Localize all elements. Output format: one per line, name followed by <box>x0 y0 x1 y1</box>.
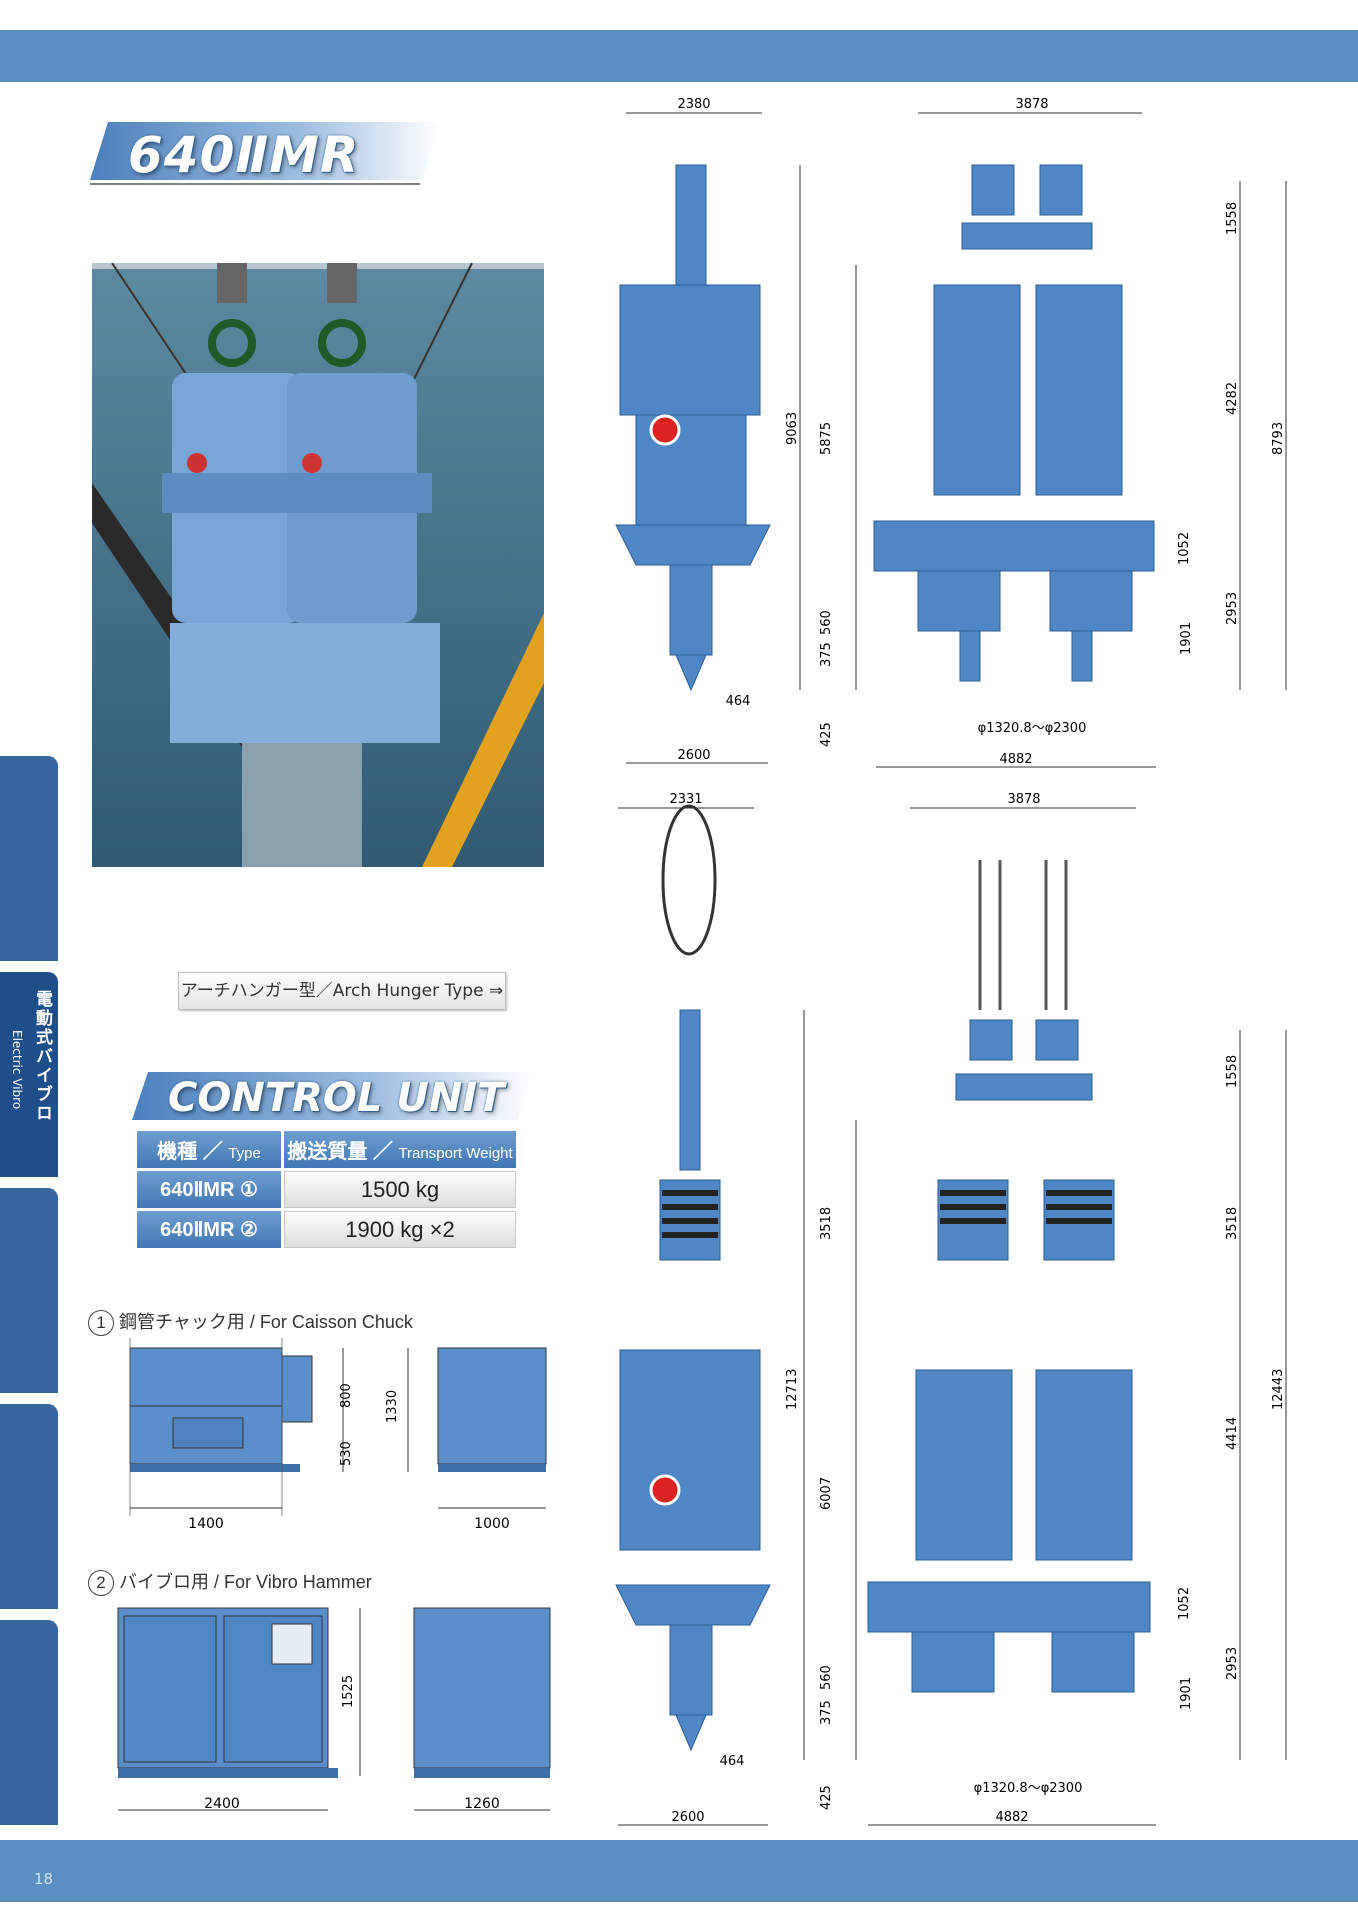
drawing-bottom: 2331 2600 464 12713 3878 4882 φ1320.8～φ2… <box>615 792 1287 1826</box>
dim-side-height: 9063 <box>785 412 800 445</box>
tab-label-en: Electric Vibro <box>10 1030 24 1110</box>
unit2-drawing: 2400 1525 1260 <box>117 1607 551 1812</box>
dim-425: 425 <box>819 1785 834 1810</box>
unit2-caption: 2 バイブロ用 / For Vibro Hammer <box>88 1568 372 1596</box>
dim-4282: 4282 <box>1225 382 1240 415</box>
unit2-h: 1525 <box>341 1675 356 1708</box>
dim-1558: 1558 <box>1225 202 1240 235</box>
dim-side-base: 2600 <box>671 1810 704 1825</box>
title-banner <box>90 122 440 185</box>
unit1-depth: 1000 <box>474 1516 510 1532</box>
table-row: 640ⅡMR ① 1500 kg <box>137 1171 516 1208</box>
tab-label-jp: 電動式バイブロ <box>32 990 52 1123</box>
table-header-row: 機種 ／ Type 搬送質量 ／ Transport Weight <box>137 1131 516 1168</box>
dim-3518-left: 3518 <box>819 1207 834 1240</box>
bottom-band <box>0 1840 1358 1902</box>
header-type: 機種 ／ Type <box>137 1131 281 1168</box>
unit2-depth: 1260 <box>464 1796 500 1812</box>
dim-1052: 1052 <box>1177 532 1192 565</box>
dim-side-tip: 464 <box>720 1754 745 1769</box>
dim-2953: 2953 <box>1225 1647 1240 1680</box>
unit2-width: 2400 <box>204 1796 240 1812</box>
dim-front-base: 4882 <box>999 752 1032 767</box>
unit1-h2: 530 <box>339 1441 354 1466</box>
row-type: 640ⅡMR ① <box>137 1171 281 1208</box>
control-unit-title: CONTROL UNIT <box>168 1075 505 1121</box>
dim-3518-right: 3518 <box>1225 1207 1240 1240</box>
dim-1901: 1901 <box>1179 1677 1194 1710</box>
dim-side-width: 2331 <box>669 792 702 807</box>
unit2-number: 2 <box>88 1570 114 1596</box>
dim-375: 375 <box>819 1700 834 1725</box>
top-band <box>0 30 1358 82</box>
index-tab-electric-vibro[interactable] <box>0 972 58 1177</box>
dim-front-width: 3878 <box>1015 97 1048 112</box>
dim-5875: 5875 <box>819 422 834 455</box>
unit1-caption: 1 鋼管チャック用 / For Caisson Chuck <box>88 1308 413 1336</box>
control-unit-banner <box>132 1072 532 1120</box>
unit1-h: 1330 <box>385 1390 400 1423</box>
row-weight: 1500 kg <box>284 1171 516 1208</box>
dim-1052: 1052 <box>1177 1587 1192 1620</box>
unit1-width: 1400 <box>188 1516 224 1532</box>
dim-side-width: 2380 <box>677 97 710 112</box>
dim-560: 560 <box>819 610 834 635</box>
row-weight: 1900 kg ×2 <box>284 1211 516 1248</box>
dim-6007: 6007 <box>819 1477 834 1510</box>
dim-375: 375 <box>819 642 834 667</box>
dim-front-width: 3878 <box>1007 792 1040 807</box>
index-tab-3[interactable] <box>0 1188 58 1393</box>
dim-front-base: 4882 <box>995 1810 1028 1825</box>
page-number: 18 <box>34 1870 54 1888</box>
dim-8793: 8793 <box>1271 422 1286 455</box>
dim-side-height: 12713 <box>785 1369 800 1410</box>
index-tab-5[interactable] <box>0 1620 58 1825</box>
drawing-top: 2380 2600 464 9063 3878 4882 φ1320.8～φ23… <box>615 97 1287 768</box>
dim-side-tip: 464 <box>726 694 751 709</box>
product-photo <box>92 263 544 867</box>
index-tab-1[interactable] <box>0 756 58 961</box>
arch-hunger-label: アーチハンガー型／Arch Hunger Type ⇒ <box>178 972 506 1010</box>
dim-560: 560 <box>819 1665 834 1690</box>
index-tab-4[interactable] <box>0 1404 58 1609</box>
unit1-number: 1 <box>88 1310 114 1336</box>
dim-1901: 1901 <box>1179 622 1194 655</box>
dim-1558: 1558 <box>1225 1055 1240 1088</box>
page-title: 640ⅡMR <box>128 126 360 184</box>
header-weight: 搬送質量 ／ Transport Weight <box>284 1131 516 1168</box>
dim-side-base: 2600 <box>677 748 710 763</box>
unit1-drawing: 1400 800 530 1330 1000 <box>129 1338 547 1532</box>
unit1-h1: 800 <box>339 1383 354 1408</box>
dim-front-dia: φ1320.8～φ2300 <box>978 721 1087 736</box>
dim-12443: 12443 <box>1271 1369 1286 1410</box>
dim-2953: 2953 <box>1225 592 1240 625</box>
table-row: 640ⅡMR ② 1900 kg ×2 <box>137 1211 516 1248</box>
dim-4414: 4414 <box>1225 1417 1240 1450</box>
control-unit-table: 機種 ／ Type 搬送質量 ／ Transport Weight 640ⅡMR… <box>134 1128 519 1251</box>
dim-425: 425 <box>819 722 834 747</box>
dim-front-dia: φ1320.8～φ2300 <box>974 1781 1083 1796</box>
row-type: 640ⅡMR ② <box>137 1211 281 1248</box>
